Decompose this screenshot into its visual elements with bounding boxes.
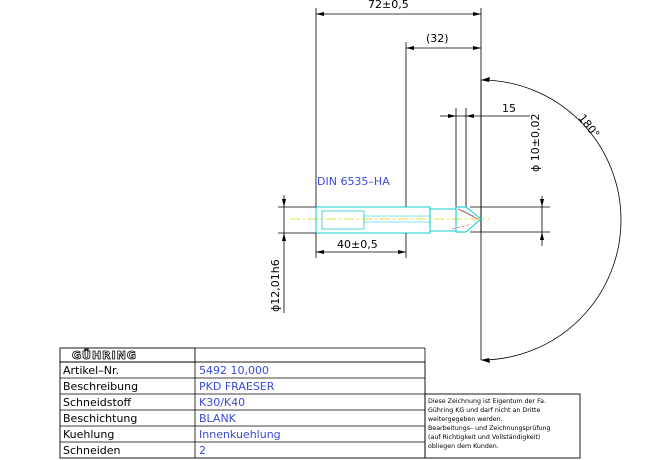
cut-diameter-label: ϕ 10±0,02 (529, 114, 542, 172)
shank-diameter-label: ϕ12,01h6 (269, 259, 282, 312)
row-value-schneiden: 2 (199, 444, 206, 457)
notice-line-1: Diese Zeichnung ist Eigentum der Fa. (428, 398, 546, 405)
row-label-beschichtung: Beschichtung (63, 412, 137, 425)
dimension-ref-length: (32) (405, 32, 481, 207)
row-label-schneidstoff: Schneidstoff (63, 396, 132, 409)
row-label-kuehlung: Kuehlung (63, 428, 114, 441)
standard-label: DIN 6535–HA (317, 175, 390, 188)
row-value-beschichtung: BLANK (199, 412, 237, 425)
angle-label: 180° (576, 112, 603, 141)
row-label-artikel: Artikel–Nr. (63, 364, 119, 377)
row-value-kuehlung: Innenkuehlung (199, 428, 281, 441)
notice-line-3: weitergegeben werden. (428, 416, 503, 423)
shank-length-label: 40±0,5 (337, 238, 378, 251)
notice-line-6: obliegen dem Kunden. (428, 443, 499, 450)
row-value-beschreibung: PKD FRAESER (199, 380, 275, 393)
dimension-cut-diameter: ϕ 10±0,02 (470, 114, 550, 246)
notice-line-4: Bearbeitungs– und Zeichnungsprüfung (428, 425, 551, 432)
dimension-shank-length: 40±0,5 (315, 233, 407, 258)
angle-arc: 180° (480, 77, 622, 363)
tip-length-label: 15 (502, 102, 516, 115)
guehring-logo: GÜHRING (72, 348, 137, 362)
dimension-shank-diameter: ϕ12,01h6 (269, 195, 316, 313)
row-value-artikel: 5492 10,000 (199, 364, 269, 377)
ref-length-label: (32) (426, 32, 449, 45)
overall-length-label: 72±0,5 (368, 0, 409, 11)
notice-line-5: (auf Richtigkeit und Vollständigkeit) (428, 434, 540, 441)
title-block: GÜHRING Artikel–Nr. Beschreibung Schneid… (59, 347, 581, 459)
row-label-beschreibung: Beschreibung (63, 380, 138, 393)
row-value-schneidstoff: K30/K40 (199, 396, 245, 409)
dimension-tip-length: 15 (440, 102, 530, 207)
notice-line-2: Gühring KG und darf nicht an Dritte (428, 407, 540, 414)
row-label-schneiden: Schneiden (63, 444, 121, 457)
tool-body (290, 206, 490, 234)
